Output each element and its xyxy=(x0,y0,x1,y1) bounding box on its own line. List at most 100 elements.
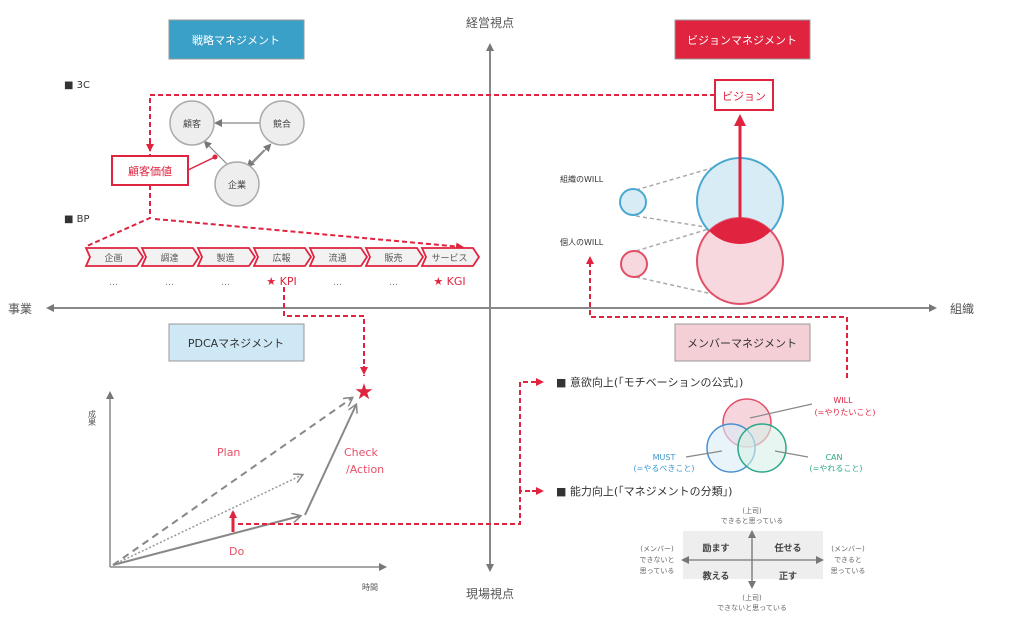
svg-text:メンバーマネジメント: メンバーマネジメント xyxy=(687,337,797,350)
projection-line xyxy=(635,276,713,295)
can-circle xyxy=(737,423,787,473)
do-arrow xyxy=(112,516,300,566)
pdca-x-axis-label: 時間 xyxy=(362,583,378,592)
title-strategy: 戦略マネジメント xyxy=(168,19,305,60)
process-step-chevron xyxy=(420,247,481,267)
matrix-top-label-2: できると思っている xyxy=(721,517,784,525)
svg-text:顧客価値: 顧客価値 xyxy=(128,164,172,178)
org-will-label: 組織のWILL xyxy=(560,174,604,184)
section-bp-label: ■ BP xyxy=(64,214,90,225)
section-3c-label: ■ 3C xyxy=(64,80,90,91)
pdca-chart: 成果 時間 ★ Plan Do Check /Action xyxy=(88,378,544,592)
dashed-link-bp-right xyxy=(154,218,464,251)
check-label: Check xyxy=(344,446,378,459)
matrix-cell-delegate: 任せる xyxy=(773,542,801,554)
title-member: メンバーマネジメント xyxy=(674,323,811,362)
process-step-chevron xyxy=(252,247,313,267)
svg-text:ビジョン: ビジョン xyxy=(722,90,766,103)
svg-text:顧客: 顧客 xyxy=(183,118,201,130)
plan-label: Plan xyxy=(217,446,240,459)
dashed-link-to-motivation xyxy=(519,381,532,491)
process-step-label: 調達 xyxy=(160,252,178,264)
title-pdca: PDCAマネジメント xyxy=(168,323,305,362)
process-step-label: 販売 xyxy=(384,252,402,264)
must-sublabel: (=やるべきこと) xyxy=(634,464,695,473)
org-will-small-circle xyxy=(619,188,647,216)
circle-company xyxy=(214,161,260,207)
personal-will-small-circle xyxy=(620,250,648,278)
matrix-right-label-3: 思っている xyxy=(831,567,866,575)
customer-value-box: 顧客価値 xyxy=(111,155,189,186)
svg-text:ビジョンマネジメント: ビジョンマネジメント xyxy=(687,34,797,47)
process-step-chevron xyxy=(196,247,257,267)
main-axes: 経営視点 現場視点 事業 組織 xyxy=(8,15,974,601)
pdca-y-axis-label: 成果 xyxy=(88,409,97,427)
action-label: /Action xyxy=(346,463,384,476)
process-step-note: … xyxy=(165,278,174,288)
matrix-right-label-2: できると xyxy=(834,556,862,564)
ability-heading: ■ 能力向上(「マネジメントの分類」) xyxy=(556,484,732,498)
dashed-link-vision-to-customer-value xyxy=(149,94,714,167)
vision-box: ビジョン xyxy=(714,79,774,111)
process-step-label: 流通 xyxy=(328,252,346,264)
will-sublabel: (=やりたいこと) xyxy=(815,408,876,417)
axis-label-right: 組織 xyxy=(950,302,974,316)
motivation-heading: ■ 意欲向上(「モチベーションの公式」) xyxy=(556,375,743,389)
process-step-label: サービス xyxy=(431,253,467,264)
process-step-note: … xyxy=(109,278,118,288)
matrix-cell-correct: 正す xyxy=(779,571,797,582)
svg-text:PDCAマネジメント: PDCAマネジメント xyxy=(188,337,284,350)
do-label: Do xyxy=(229,545,244,558)
will-label: WILL xyxy=(833,396,853,405)
matrix-bottom-label-1: (上司) xyxy=(742,593,762,602)
dashed-link-bp-left xyxy=(86,185,151,247)
process-step-label: 製造 xyxy=(216,252,234,264)
expected-arrow xyxy=(112,475,302,566)
plan-arrow xyxy=(112,398,352,566)
matrix-left-label-2: できないと xyxy=(640,556,675,564)
matrix-bottom-label-2: できないと思っている xyxy=(717,604,787,612)
projection-line xyxy=(635,167,713,191)
connector-dot xyxy=(212,154,218,160)
will-leader-line xyxy=(749,403,813,419)
title-vision: ビジョンマネジメント xyxy=(674,19,811,60)
management-matrix: 励ます 任せる 教える 正す (上司) できると思っている (上司) できないと… xyxy=(640,506,866,612)
3c-circles: 顧客 競合 企業 xyxy=(169,100,305,207)
personal-will-label: 個人のWILL xyxy=(560,237,604,247)
goal-star-icon: ★ xyxy=(354,380,374,405)
axis-label-left: 事業 xyxy=(8,302,32,316)
process-step-note: … xyxy=(221,278,230,288)
customer-value-connector xyxy=(187,156,216,171)
matrix-cell-teach: 教える xyxy=(702,570,730,582)
projection-line xyxy=(635,227,713,252)
process-step-note: … xyxy=(389,278,398,288)
dashed-link-will-to-personal xyxy=(589,262,848,378)
must-label: MUST xyxy=(653,453,676,462)
axis-label-top: 経営視点 xyxy=(466,15,514,30)
process-step-chevron xyxy=(84,247,145,267)
projection-line xyxy=(635,215,713,229)
process-step-label: 広報 xyxy=(272,252,290,264)
process-step-chevron xyxy=(140,247,201,267)
can-sublabel: (=やれること) xyxy=(810,464,863,473)
matrix-cell-encourage: 励ます xyxy=(702,542,729,554)
matrix-left-label-3: 思っている xyxy=(640,567,675,575)
check-action-arrow xyxy=(304,405,356,516)
svg-text:競合: 競合 xyxy=(273,118,291,130)
svg-text:企業: 企業 xyxy=(228,179,246,191)
process-step-label: 企画 xyxy=(104,252,122,264)
matrix-background xyxy=(683,531,823,579)
circle-customer xyxy=(169,100,215,146)
can-label: CAN xyxy=(825,453,842,462)
matrix-top-label-1: (上司) xyxy=(742,506,762,515)
process-step-chevron xyxy=(364,247,425,267)
axis-label-bottom: 現場視点 xyxy=(466,586,514,601)
dashed-link-pdca-to-ability xyxy=(238,490,532,525)
process-step-key-indicator: ★ KGI xyxy=(433,275,465,288)
matrix-left-label-1: (メンバー) xyxy=(640,545,674,553)
circle-competitor xyxy=(259,100,305,146)
matrix-right-label-1: (メンバー) xyxy=(831,545,865,553)
svg-text:戦略マネジメント: 戦略マネジメント xyxy=(192,33,280,47)
